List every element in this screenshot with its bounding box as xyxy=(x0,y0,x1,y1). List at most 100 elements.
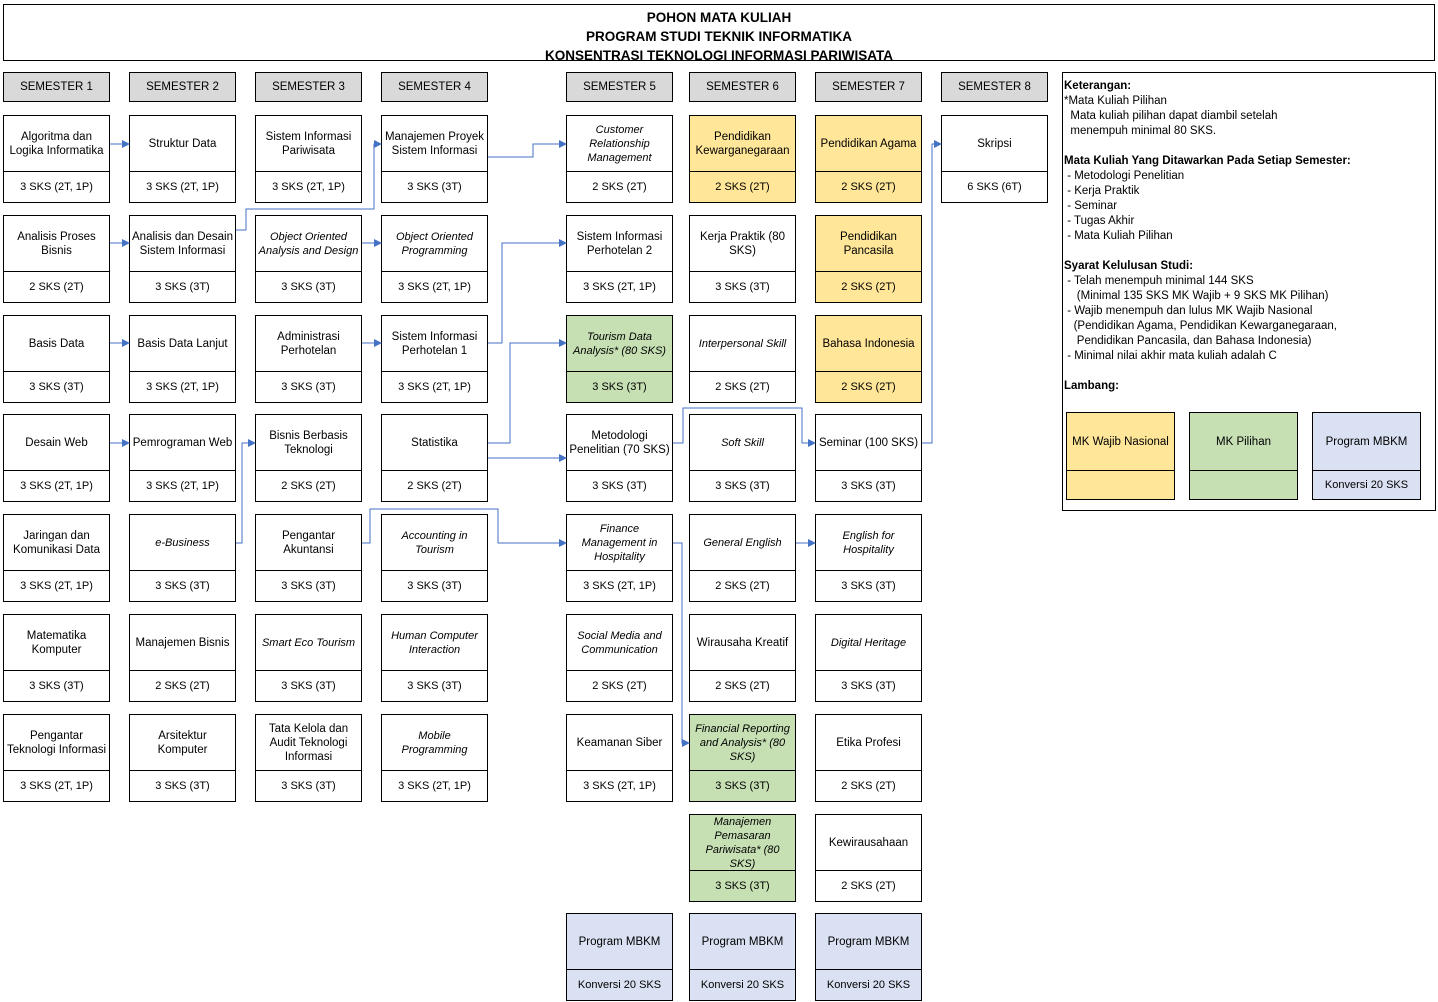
course-sks: 3 SKS (2T, 1P) xyxy=(583,281,656,293)
course-name: Arsitektur Komputer xyxy=(130,715,235,771)
course-name: Desain Web xyxy=(4,415,109,471)
course-card: Smart Eco Tourism 3 SKS (3T) xyxy=(255,614,362,702)
course-name: Metodologi Penelitian (70 SKS) xyxy=(567,415,672,471)
course-sks: 3 SKS (2T, 1P) xyxy=(272,181,345,193)
course-sks: 3 SKS (3T) xyxy=(715,880,770,892)
course-name: General English xyxy=(690,515,795,571)
course-name: Administrasi Perhotelan xyxy=(256,316,361,372)
course-name: Bisnis Berbasis Teknologi xyxy=(256,415,361,471)
course-sks: 3 SKS (3T) xyxy=(715,780,770,792)
course-name: Keamanan Siber xyxy=(567,715,672,771)
arrow-s2r5-s3r4 xyxy=(236,439,256,544)
course-name: Kewirausahaan xyxy=(816,815,921,871)
course-sks: 2 SKS (2T) xyxy=(29,281,84,293)
course-sks: 3 SKS (3T) xyxy=(715,281,770,293)
course-name: English for Hospitality xyxy=(816,515,921,571)
semester-2-header: SEMESTER 2 xyxy=(129,72,236,102)
course-name: Object Oriented Analysis and Design xyxy=(256,216,361,272)
course-name: Smart Eco Tourism xyxy=(256,615,361,671)
course-name: Customer Relationship Management xyxy=(567,116,672,172)
course-sks: 2 SKS (2T) xyxy=(592,680,647,692)
course-sks: 2 SKS (2T) xyxy=(155,680,210,692)
legend-text: - Metodologi Penelitian xyxy=(1064,170,1185,182)
title-box: POHON MATA KULIAH PROGRAM STUDI TEKNIK I… xyxy=(3,4,1435,63)
course-sks: 3 SKS (3T) xyxy=(281,580,336,592)
semester-1-header: SEMESTER 1 xyxy=(3,72,110,102)
semester-8-header: SEMESTER 8 xyxy=(941,72,1048,102)
legend-keterangan-title: Keterangan: xyxy=(1064,80,1132,92)
arrow-s4r4-s5r3 xyxy=(488,339,567,444)
course-name: e-Business xyxy=(130,515,235,571)
course-name: Matematika Komputer xyxy=(4,615,109,671)
course-sks: 3 SKS (3T) xyxy=(281,680,336,692)
course-name: Program MBKM xyxy=(690,914,795,970)
course-card: Analisis Proses Bisnis 2 SKS (2T) xyxy=(3,215,110,303)
course-sks: 3 SKS (3T) xyxy=(281,281,336,293)
course-card: Arsitektur Komputer 3 SKS (3T) xyxy=(129,714,236,802)
course-name: Tourism Data Analysis* (80 SKS) xyxy=(567,316,672,372)
course-card: Customer Relationship Management 2 SKS (2… xyxy=(566,115,673,203)
arrow-s7r4-s8r1 xyxy=(922,140,942,444)
course-name: Pendidikan Kewarganegaraan xyxy=(690,116,795,172)
course-name: Sistem Informasi Pariwisata xyxy=(256,116,361,172)
legend-text: - Mata Kuliah Pilihan xyxy=(1064,230,1173,242)
course-sks: 3 SKS (3T) xyxy=(281,780,336,792)
course-card: Desain Web 3 SKS (2T, 1P) xyxy=(3,414,110,502)
course-sks: 3 SKS (3T) xyxy=(407,680,462,692)
course-sks: 3 SKS (3T) xyxy=(841,680,896,692)
course-sks: 3 SKS (3T) xyxy=(155,580,210,592)
course-card: Manajemen Pemasaran Pariwisata* (80 SKS)… xyxy=(689,814,796,902)
course-name: Etika Profesi xyxy=(816,715,921,771)
course-sks: 3 SKS (3T) xyxy=(155,780,210,792)
legend-text: - Wajib menempuh dan lulus MK Wajib Nasi… xyxy=(1064,305,1313,317)
course-card: Tata Kelola dan Audit Teknologi Informas… xyxy=(255,714,362,802)
course-card: Object Oriented Analysis and Design 3 SKS… xyxy=(255,215,362,303)
title-line-1: POHON MATA KULIAH xyxy=(646,10,792,25)
course-name: Program MBKM xyxy=(567,914,672,970)
course-sks: 3 SKS (2T, 1P) xyxy=(20,780,93,792)
legend-ditawarkan-title: Mata Kuliah Yang Ditawarkan Pada Setiap … xyxy=(1064,155,1351,167)
legend-text: Pendidikan Pancasila, dan Bahasa Indones… xyxy=(1064,335,1312,347)
semester-6-header: SEMESTER 6 xyxy=(689,72,796,102)
course-name: Analisis Proses Bisnis xyxy=(4,216,109,272)
course-name: Mobile Programming xyxy=(382,715,487,771)
legend-lambang-title: Lambang: xyxy=(1064,380,1119,392)
course-card: Metodologi Penelitian (70 SKS)3 SKS (3T) xyxy=(566,414,673,502)
course-sks: 3 SKS (2T, 1P) xyxy=(146,480,219,492)
legend-text: - Telah menempuh minimal 144 SKS xyxy=(1064,275,1254,287)
course-sks: 3 SKS (3T) xyxy=(407,580,462,592)
course-name: Statistika xyxy=(382,415,487,471)
arrow-s5r5-s6r7 xyxy=(673,542,690,747)
course-sks: 2 SKS (2T) xyxy=(841,381,896,393)
course-sks: 3 SKS (2T, 1P) xyxy=(583,780,656,792)
course-name: Soft Skill xyxy=(690,415,795,471)
course-name: Algoritma dan Logika Informatika xyxy=(4,116,109,172)
course-name: Program MBKM xyxy=(816,914,921,970)
course-name: Financial Reporting and Analysis* (80 SK… xyxy=(690,715,795,771)
course-name: Social Media and Communication xyxy=(567,615,672,671)
course-sks: 2 SKS (2T) xyxy=(592,181,647,193)
course-sks: 3 SKS (2T, 1P) xyxy=(20,480,93,492)
course-name: Jaringan dan Komunikasi Data xyxy=(4,515,109,571)
legend-text: - Tugas Akhir xyxy=(1064,215,1135,227)
course-card: Kerja Praktik (80 SKS)3 SKS (3T) xyxy=(689,215,796,303)
semester-7-header: SEMESTER 7 xyxy=(815,72,922,102)
course-name: Manajemen Bisnis xyxy=(130,615,235,671)
course-card: Keamanan Siber 3 SKS (2T, 1P) xyxy=(566,714,673,802)
